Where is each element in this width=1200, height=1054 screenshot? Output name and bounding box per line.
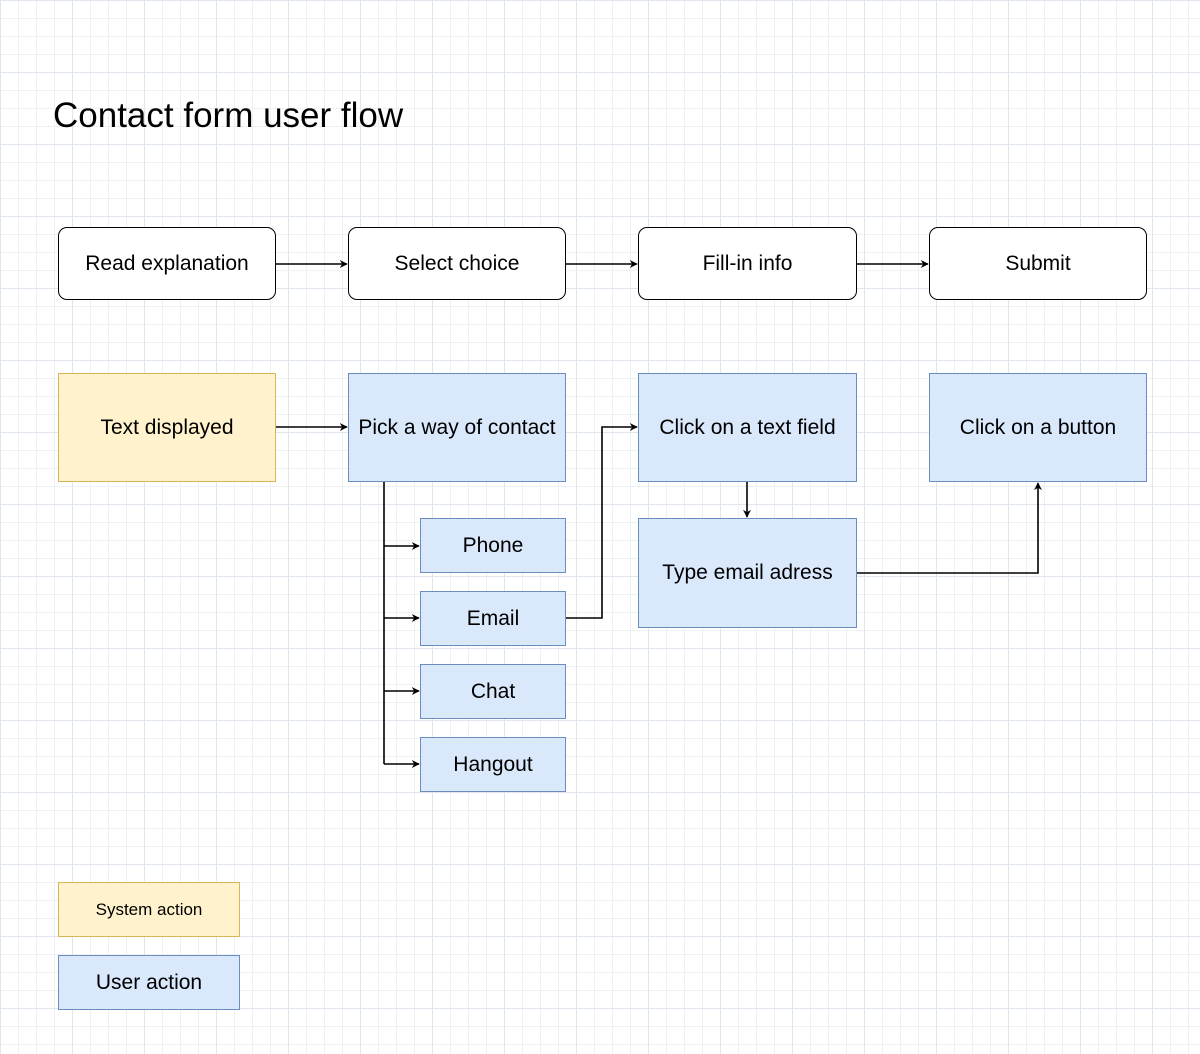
option-hangout[interactable]: Hangout [420,737,566,792]
legend-user-action: User action [58,955,240,1010]
option-chat[interactable]: Chat [420,664,566,719]
legend-system-action: System action [58,882,240,937]
step-submit[interactable]: Submit [929,227,1147,300]
step-fill-in-info[interactable]: Fill-in info [638,227,857,300]
user-action-type-email[interactable]: Type email adress [638,518,857,628]
user-action-click-button[interactable]: Click on a button [929,373,1147,482]
edge-email-to-click-field [566,423,638,619]
step-select-choice[interactable]: Select choice [348,227,566,300]
diagram-title: Contact form user flow [53,96,404,135]
option-email[interactable]: Email [420,591,566,646]
user-action-pick-contact[interactable]: Pick a way of contact [348,373,566,482]
edge-type-to-button [857,482,1042,574]
user-action-click-text-field[interactable]: Click on a text field [638,373,857,482]
step-read-explanation[interactable]: Read explanation [58,227,276,300]
option-phone[interactable]: Phone [420,518,566,573]
system-action-text-displayed[interactable]: Text displayed [58,373,276,482]
